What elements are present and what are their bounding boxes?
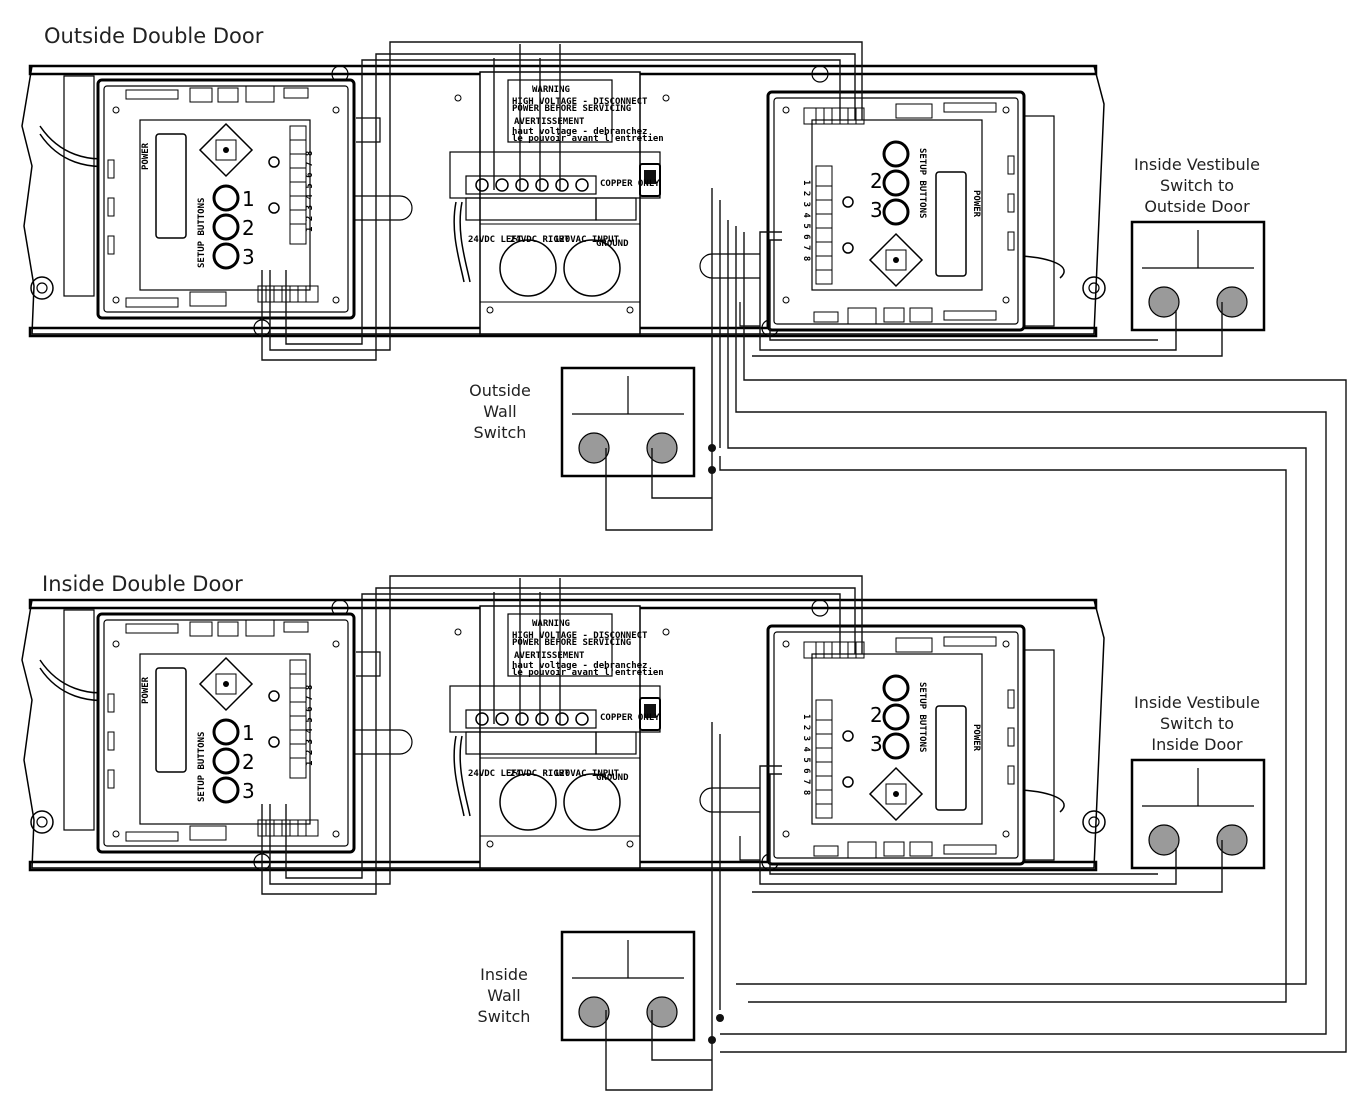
outside-copper-note: COPPER ONLY: [600, 179, 660, 189]
label-line: Outside Door: [1144, 197, 1250, 216]
inside-left-btn-1: 1: [242, 721, 255, 745]
outside-left-terminal-numbers: 1 2 3 4 5 6 7 8: [305, 151, 315, 232]
outside-term-24vdc-left: 24VDC LEFT: [468, 235, 523, 245]
inside-term-24vdc-left: 24VDC LEFT: [468, 769, 523, 779]
outside-right-btn-1: 2: [870, 169, 883, 193]
outside-term-120vac: 120VAC INPUT: [554, 235, 620, 245]
outside-wall-switch-label: Outside Wall Switch: [450, 380, 550, 443]
outside-door-assembly: 1 2 3 SETUP BUTTONS 1 2 3 4 5 6 7 8 POWE…: [20, 64, 1107, 338]
label-line: Inside Door: [1151, 735, 1243, 754]
inside-avert-sub2: le pouvoir avant l'entretien: [512, 667, 664, 678]
inside-right-btn-2: 3: [870, 732, 883, 756]
outside-avert-sub2: le pouvoir avant l'entretien: [512, 133, 664, 144]
inside-avertissement: AVERTISSEMENT: [514, 651, 585, 661]
inside-avert-sub: haut voltage - debranchez: [512, 661, 647, 671]
junction-dot: [708, 1036, 716, 1044]
label-line: Outside: [469, 381, 531, 400]
outside-left-controller: [96, 78, 356, 320]
inside-right-power-label: POWER: [971, 724, 981, 752]
outside-wall-switch-box: [560, 366, 696, 478]
junction-dot: [708, 444, 716, 452]
inside-vestibule-switch-box: [1130, 758, 1266, 870]
inside-vestibule-switch-label: Inside Vestibule Switch to Inside Door: [1112, 692, 1282, 755]
inside-left-setup-label: SETUP BUTTONS: [197, 732, 207, 802]
outside-left-btn-1: 1: [242, 187, 255, 211]
inside-left-controller: [96, 612, 356, 854]
outside-double-door-title: Outside Double Door: [44, 24, 264, 48]
outside-warning-sub: HIGH VOLTAGE - DISCONNECT: [512, 97, 648, 107]
inside-term-ground: GROUND: [596, 773, 629, 783]
outside-left-btn-2: 2: [242, 216, 255, 240]
inside-left-btn-3: 3: [242, 779, 255, 803]
inside-double-door-title: Inside Double Door: [42, 572, 243, 596]
outside-warning-sub2: POWER BEFORE SERVICING: [512, 104, 631, 114]
label-line: Inside Vestibule: [1134, 693, 1260, 712]
label-line: Inside: [480, 965, 528, 984]
label-line: Switch: [473, 423, 527, 442]
label-line: Switch: [477, 1007, 531, 1026]
junction-dot: [716, 1014, 724, 1022]
outside-right-terminal-numbers: 1 2 3 4 5 6 7 8: [801, 180, 811, 261]
inside-left-btn-2: 2: [242, 750, 255, 774]
junction-dot: [708, 466, 716, 474]
label-line: Wall: [483, 402, 517, 421]
inside-warning: WARNING: [532, 619, 570, 629]
inside-term-120vac: 120VAC INPUT: [554, 769, 620, 779]
outside-avertissement: AVERTISSEMENT: [514, 117, 585, 127]
outside-left-setup-label: SETUP BUTTONS: [197, 198, 207, 268]
inside-right-setup-label: SETUP BUTTONS: [917, 682, 927, 752]
wiring: [261, 41, 1347, 1091]
outside-right-setup-label: SETUP BUTTONS: [917, 148, 927, 218]
outside-term-ground: GROUND: [596, 239, 629, 249]
label-line: Switch to: [1159, 176, 1235, 195]
outside-right-btn-2: 3: [870, 198, 883, 222]
outside-warning: WARNING: [532, 85, 570, 95]
label-line: Inside Vestibule: [1134, 155, 1260, 174]
inside-warning-sub2: POWER BEFORE SERVICING: [512, 638, 631, 648]
label-line: Wall: [487, 986, 521, 1005]
outside-term-24vdc-right: 24VDC RIGHT: [510, 235, 570, 245]
outside-vestibule-switch-box: [1130, 220, 1266, 332]
inside-right-btn-1: 2: [870, 703, 883, 727]
inside-right-terminal-numbers: 1 2 3 4 5 6 7 8: [801, 714, 811, 795]
label-line: Switch to: [1159, 714, 1235, 733]
inside-copper-note: COPPER ONLY: [600, 713, 660, 723]
inside-left-power-label: POWER: [141, 676, 151, 704]
inside-term-24vdc-right: 24VDC RIGHT: [510, 769, 570, 779]
outside-vestibule-switch-label: Inside Vestibule Switch to Outside Door: [1112, 154, 1282, 217]
outside-left-power-label: POWER: [141, 142, 151, 170]
inside-wall-switch-box: [560, 930, 696, 1042]
outside-left-btn-3: 3: [242, 245, 255, 269]
outside-right-power-label: POWER: [971, 190, 981, 218]
inside-left-terminal-numbers: 1 2 3 4 5 6 7 8: [305, 685, 315, 766]
inside-wall-switch-label: Inside Wall Switch: [454, 964, 554, 1027]
inside-warning-sub: HIGH VOLTAGE - DISCONNECT: [512, 631, 648, 641]
outside-avert-sub: haut voltage - debranchez: [512, 127, 647, 137]
inside-door-assembly: 1 2 3 SETUP BUTTONS 1 2 3 4 5 6 7 8 POWE…: [20, 598, 1107, 872]
